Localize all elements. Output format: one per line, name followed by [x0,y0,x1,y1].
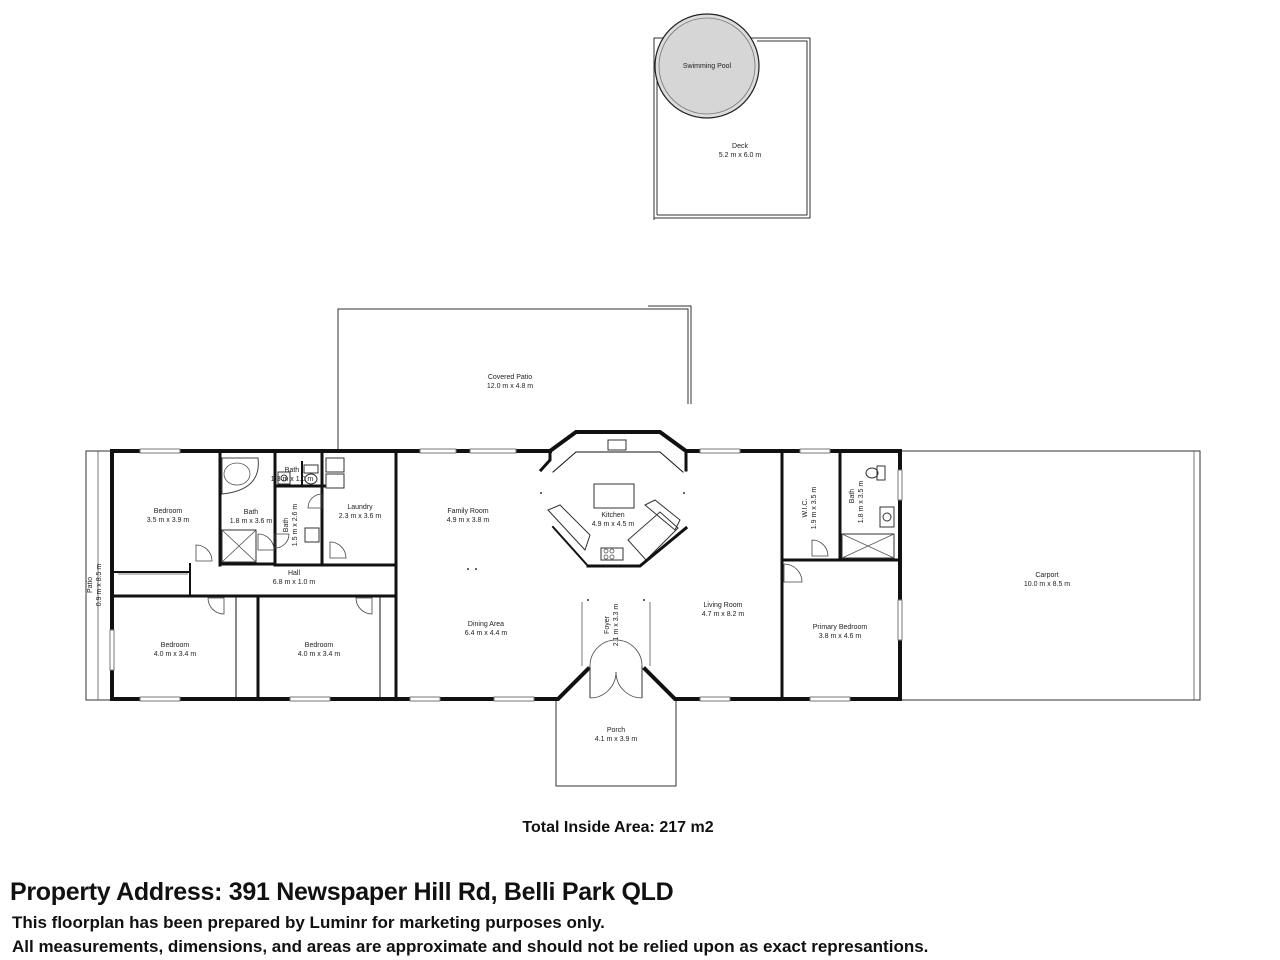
deck-area: Swimming Pool Deck 5.2 m x 6.0 m [653,13,811,220]
room-dim-kitchen: 4.9 m x 4.5 m [592,521,635,528]
room-dim-bath-b: 1.3 m x 1.0 m [271,476,314,483]
room-dim-bath-a: 1.8 m x 3.6 m [230,518,273,525]
floor-plan: Swimming Pool Deck 5.2 m x 6.0 m Covered… [85,13,1201,787]
laundry-tub-icon [325,457,345,473]
room-name-bath-a: Bath [244,509,259,516]
room-dim-carport: 10.0 m x 8.5 m [1024,581,1070,588]
room-dim-laundry: 2.3 m x 3.6 m [339,513,382,520]
property-address: Property Address: 391 Newspaper Hill Rd,… [10,878,674,906]
toilet-icon [303,464,319,474]
patio-strip: Patio 0.9 m x 8.5 m [85,450,112,701]
room-dim-bath-c: 1.5 m x 2.6 m [292,504,299,547]
fixtures [221,439,895,568]
room-dim-covered-patio: 12.0 m x 4.8 m [487,383,533,390]
room-name-wic: W.I.C. [802,498,809,517]
basin-icon [304,527,320,543]
disclaimer-line-2: All measurements, dimensions, and areas … [12,937,929,956]
room-name-carport: Carport [1035,572,1058,579]
disclaimer-line-1: This floorplan has been prepared by Lumi… [12,913,605,932]
room-name-hall: Hall [288,570,301,577]
room-dim-wic: 1.9 m x 3.5 m [811,487,818,530]
room-dim-hall: 6.8 m x 1.0 m [273,579,316,586]
doors [195,493,829,699]
room-name-bath-c: Bath [283,518,290,533]
room-dim-bedroom-1: 3.5 m x 3.9 m [147,517,190,524]
markers [467,492,685,601]
room-dim-primary-bedroom: 3.8 m x 4.6 m [819,633,862,640]
room-name-bedroom-1: Bedroom [154,508,183,515]
room-dim-foyer: 2.1 m x 3.3 m [613,604,620,647]
room-dim-patio: 0.9 m x 8.5 m [96,564,103,607]
room-dim-deck: 5.2 m x 6.0 m [719,152,762,159]
kitchen-island [593,483,635,509]
room-name-porch: Porch [607,727,625,734]
room-dim-bedroom-2: 4.0 m x 3.4 m [154,651,197,658]
sink-icon [607,439,627,451]
total-inside-area: Total Inside Area: 217 m2 [522,819,714,836]
room-name-pool: Swimming Pool [683,63,732,70]
room-name-dining-area: Dining Area [468,621,504,628]
room-name-kitchen: Kitchen [601,512,624,519]
room-labels: Bedroom 3.5 m x 3.9 m Bath 1.8 m x 3.6 m… [147,467,868,658]
room-name-primary-bedroom: Primary Bedroom [813,624,868,631]
shower-icon [221,529,257,563]
room-name-laundry: Laundry [347,504,373,511]
kitchen-counter [547,504,591,551]
basin-icon [879,506,895,528]
room-name-family-room: Family Room [447,508,488,515]
carport-area: Carport 10.0 m x 8.5 m [900,450,1201,701]
room-dim-dining-area: 6.4 m x 4.4 m [465,630,508,637]
room-dim-porch: 4.1 m x 3.9 m [595,736,638,743]
toilet-icon [876,465,886,481]
covered-patio-area: Covered Patio 12.0 m x 4.8 m [337,305,692,452]
room-name-bedroom-3: Bedroom [305,642,334,649]
room-name-foyer: Foyer [604,615,611,634]
room-name-bath-d: Bath [849,489,856,504]
cooktop-icon [600,547,624,561]
room-name-bath-b: Bath [285,467,300,474]
shower-icon [841,533,895,559]
room-name-deck: Deck [732,143,748,150]
room-name-patio: Patio [87,577,94,593]
interior-walls [110,449,902,701]
room-dim-living-room: 4.7 m x 8.2 m [702,611,745,618]
room-name-living-room: Living Room [704,602,743,609]
porch-area: Porch 4.1 m x 3.9 m [555,700,677,787]
bathtub-icon [221,457,259,495]
basin-icon [277,471,291,485]
room-dim-family-room: 4.9 m x 3.8 m [447,517,490,524]
room-dim-bedroom-3: 4.0 m x 3.4 m [298,651,341,658]
windows [109,448,903,702]
room-dim-bath-d: 1.8 m x 3.5 m [858,481,865,524]
room-name-bedroom-2: Bedroom [161,642,190,649]
room-name-covered-patio: Covered Patio [488,374,532,381]
